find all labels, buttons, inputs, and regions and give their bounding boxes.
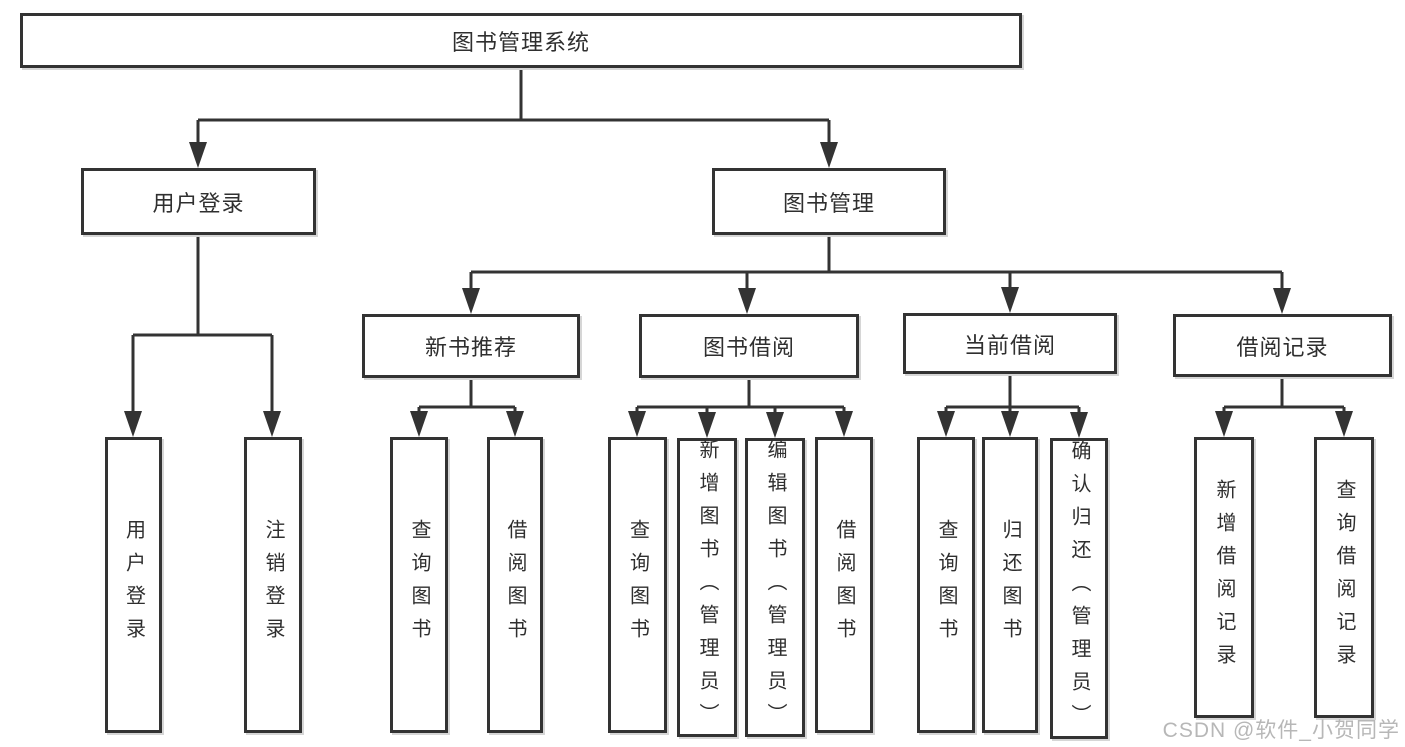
leaf-query-borrow-record-label: 查询借阅记录 (1333, 478, 1355, 677)
node-borrow-record: 借阅记录 (1173, 314, 1392, 377)
node-book-borrow-label: 图书借阅 (702, 335, 795, 360)
leaf-return-book-label: 归还图书 (999, 519, 1021, 651)
leaf-confirm-return-admin: 确认归还（管理员） (1050, 438, 1108, 739)
node-current-borrow-label: 当前借阅 (963, 332, 1056, 358)
node-book-borrow: 图书借阅 (639, 314, 859, 378)
leaf-query-book-1: 查询图书 (390, 437, 448, 733)
leaf-query-book-3: 查询图书 (917, 437, 975, 733)
leaf-add-borrow-record: 新增借阅记录 (1194, 437, 1254, 718)
leaf-user-login-label: 用户登录 (122, 519, 145, 651)
leaf-return-book: 归还图书 (982, 437, 1038, 733)
node-book-management: 图书管理 (712, 168, 946, 235)
arrowheads (124, 142, 1353, 438)
leaf-borrow-book-1-label: 借阅图书 (504, 519, 526, 651)
leaf-add-book-admin: 新增图书（管理员） (677, 438, 737, 737)
leaf-query-book-3-label: 查询图书 (935, 519, 957, 651)
leaf-query-book-1-label: 查询图书 (408, 519, 430, 651)
node-root-label: 图书管理系统 (451, 29, 590, 55)
leaf-add-book-admin-label: 新增图书（管理员） (696, 439, 718, 736)
node-user-login: 用户登录 (81, 168, 316, 235)
csdn-watermark: CSDN @软件_小贺同学 (1162, 719, 1400, 742)
node-current-borrow: 当前借阅 (903, 313, 1117, 374)
leaf-query-book-2: 查询图书 (608, 437, 667, 733)
leaf-borrow-book-2: 借阅图书 (815, 437, 873, 733)
node-book-management-label: 图书管理 (782, 190, 875, 216)
leaf-query-borrow-record: 查询借阅记录 (1314, 437, 1374, 718)
leaf-edit-book-admin: 编辑图书（管理员） (745, 438, 805, 737)
node-root: 图书管理系统 (20, 13, 1022, 68)
leaf-query-book-2-label: 查询图书 (626, 519, 649, 651)
leaf-confirm-return-admin-label: 确认归还（管理员） (1068, 440, 1090, 737)
node-borrow-record-label: 借阅记录 (1236, 334, 1329, 360)
leaf-user-login: 用户登录 (105, 437, 162, 733)
leaf-add-borrow-record-label: 新增借阅记录 (1213, 478, 1235, 677)
leaf-logout-label: 注销登录 (262, 519, 284, 651)
node-new-book-recommend-label: 新书推荐 (424, 335, 517, 360)
node-new-book-recommend: 新书推荐 (362, 314, 580, 378)
leaf-logout: 注销登录 (244, 437, 302, 733)
leaf-borrow-book-2-label: 借阅图书 (833, 519, 855, 651)
leaf-borrow-book-1: 借阅图书 (487, 437, 543, 733)
leaf-edit-book-admin-label: 编辑图书（管理员） (764, 439, 786, 736)
node-user-login-label: 用户登录 (152, 190, 245, 216)
